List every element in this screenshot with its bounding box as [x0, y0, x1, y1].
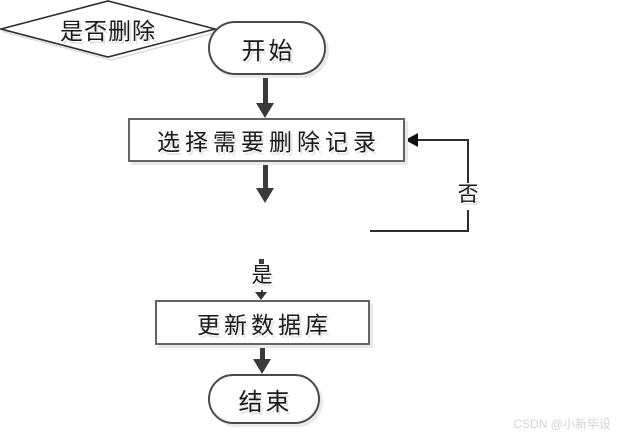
flowchart-node-select-records: 选择需要删除记录 — [128, 118, 405, 162]
arrow-update-to-end-shaft — [260, 346, 265, 360]
arrow-select-to-decision-head-icon — [256, 188, 274, 203]
node-decision-label: 是否删除 — [60, 19, 156, 44]
edge-no-arrowhead-icon — [405, 133, 418, 147]
edge-label-no: 否 — [454, 182, 482, 210]
node-select-label: 选择需要删除记录 — [157, 130, 381, 155]
edge-yes-arrowhead-icon — [255, 292, 267, 300]
node-update-label: 更新数据库 — [197, 312, 332, 338]
edge-label-yes: 是 — [247, 263, 277, 290]
arrow-start-to-select-shaft — [263, 76, 268, 104]
arrow-start-to-select-head-icon — [256, 103, 274, 118]
flowchart-node-start: 开始 — [208, 21, 326, 75]
edge-no-bottom-segment — [370, 230, 469, 232]
arrow-update-to-end-head-icon — [253, 359, 271, 374]
flowchart-node-end: 结束 — [208, 374, 320, 424]
edge-no-top-segment — [417, 139, 469, 141]
node-end-label: 结束 — [238, 389, 293, 416]
watermark-text: CSDN @小新毕设 — [513, 417, 611, 431]
flowchart-node-update-database: 更新数据库 — [155, 300, 370, 345]
arrow-select-to-decision-shaft — [263, 163, 268, 188]
node-start-label: 开始 — [241, 38, 296, 65]
flowchart-node-decision: 是否删除 — [0, 0, 220, 62]
